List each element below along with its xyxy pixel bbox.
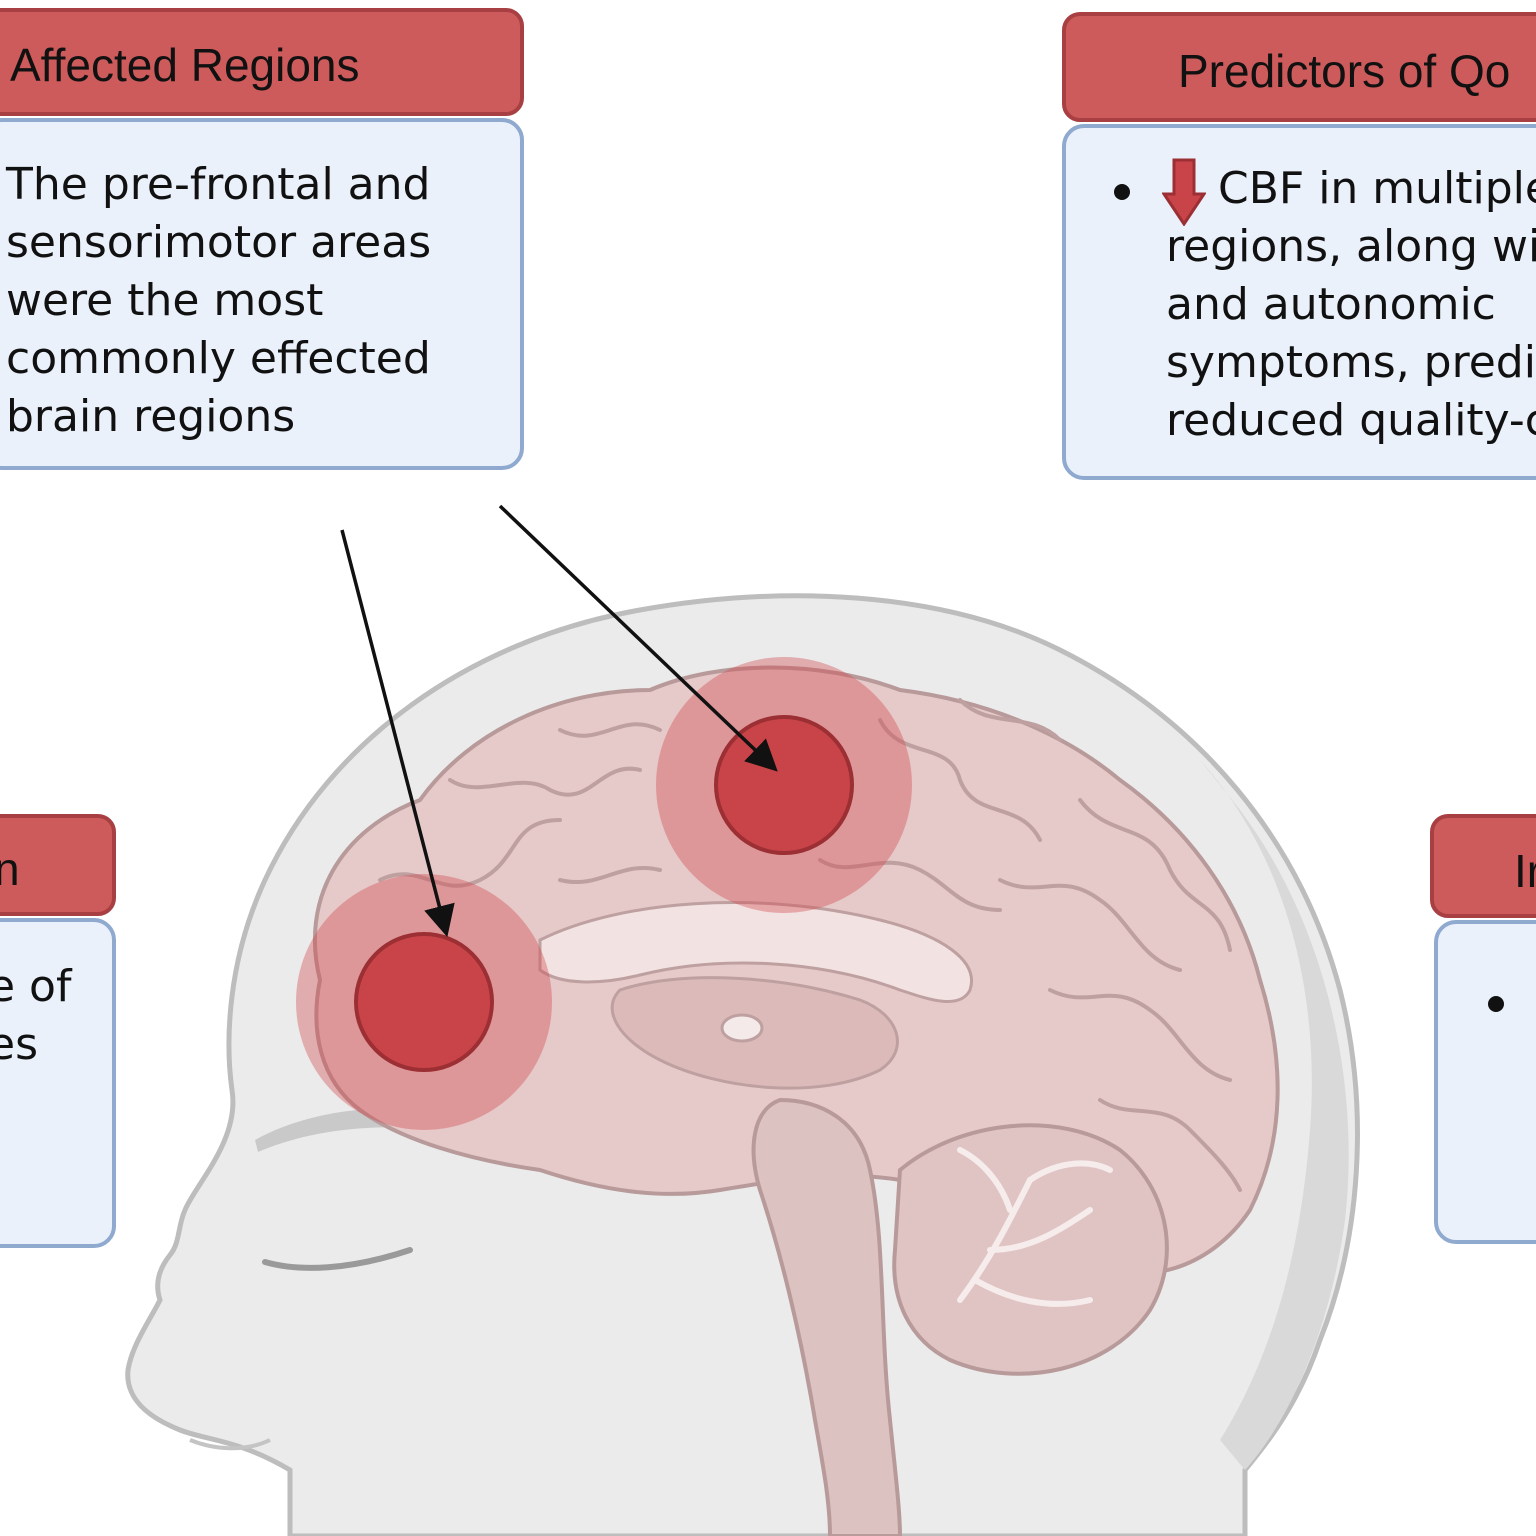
brainstem <box>751 1097 903 1536</box>
head-inner-shadow <box>1200 760 1349 1470</box>
arbor-vitae <box>957 1147 1113 1307</box>
closed-eye <box>262 1247 413 1271</box>
arrow-to-prefrontal <box>340 529 455 938</box>
right-panel-body <box>1434 920 1536 1244</box>
right-panel-header: Ir <box>1430 814 1536 918</box>
affected-regions-body: The pre-frontal and sensorimotor areas w… <box>0 118 524 470</box>
affected-regions-header: Affected Regions <box>0 8 524 116</box>
left-panel-text: e of es <box>0 961 72 1070</box>
ventricle-spot <box>720 1013 764 1043</box>
gyri <box>378 698 1242 1192</box>
right-panel-bullet <box>1488 996 1504 1012</box>
left-panel-title: n <box>0 846 20 892</box>
right-panel-title: Ir <box>1514 845 1536 897</box>
left-panel-header: n <box>0 814 116 916</box>
sensorimotor-spot <box>714 715 854 855</box>
affected-regions-title: Affected Regions <box>10 39 360 91</box>
predictors-bullet <box>1114 184 1130 200</box>
prefrontal-spot <box>354 932 494 1072</box>
predictors-title: Predictors of Qo <box>1178 45 1511 97</box>
cerebellum <box>892 1123 1169 1376</box>
predictors-text: CBF in multiple regions, along wi and au… <box>1166 163 1536 446</box>
predictors-header: Predictors of Qo <box>1062 12 1536 122</box>
affected-regions-text: The pre-frontal and sensorimotor areas w… <box>6 159 432 442</box>
down-arrow-icon <box>1162 158 1206 226</box>
corpus-callosum <box>538 901 973 1004</box>
nose-line <box>189 1438 271 1451</box>
arrow-to-sensorimotor <box>498 504 778 772</box>
predictors-body: CBF in multiple regions, along wi and au… <box>1062 124 1536 480</box>
left-panel-body: e of es <box>0 918 116 1248</box>
